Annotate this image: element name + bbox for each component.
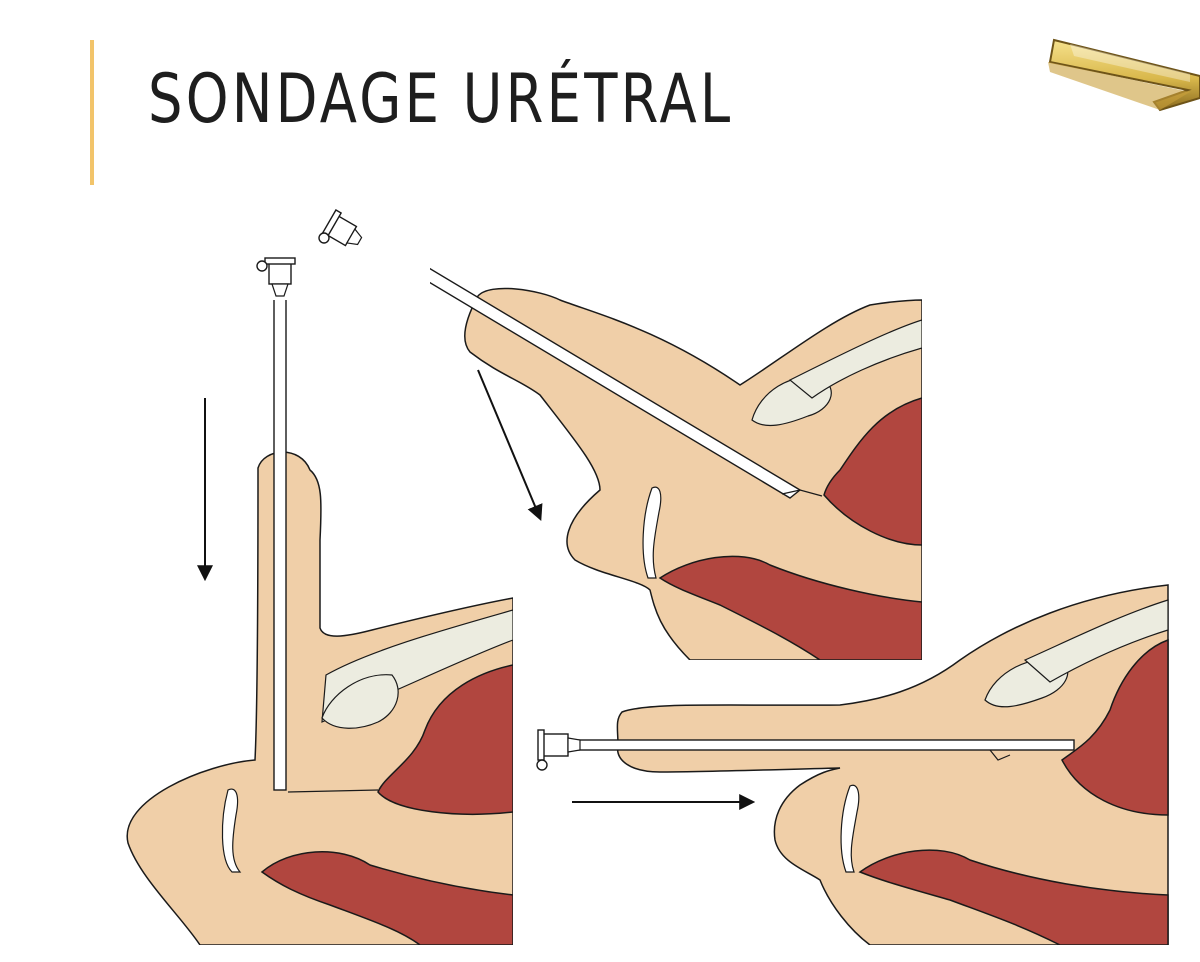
- rectum-2: [658, 555, 922, 660]
- slide-title: SONDAGE URÉTRAL: [148, 60, 734, 139]
- title-accent-bar: [90, 40, 94, 185]
- panel-vertical-insertion: [126, 300, 513, 945]
- arrow-down-right: [477, 369, 543, 521]
- rectum: [260, 851, 513, 945]
- urethra-line: [287, 789, 379, 793]
- catheter-hub-vertical: [256, 257, 296, 297]
- panel-horizontal-insertion: [577, 584, 1169, 945]
- rectum-3: [858, 849, 1169, 945]
- catheter-hub-horizontal: [536, 729, 581, 771]
- catheter-hub-oblique: [319, 209, 363, 247]
- pubic-bone: [321, 674, 399, 729]
- pubic-bone-band-2: [788, 319, 922, 399]
- panel-oblique-insertion: [430, 267, 922, 660]
- bladder: [377, 664, 513, 815]
- catheter-vertical: [273, 300, 287, 791]
- vaginal-canal-2: [642, 486, 662, 579]
- vaginal-canal-3: [840, 784, 860, 873]
- bladder-2: [823, 397, 922, 546]
- pubic-bone-band-3: [1023, 599, 1169, 683]
- gold-chevron-logo-icon: [1048, 38, 1200, 112]
- vaginal-canal: [221, 788, 242, 873]
- bladder-3: [1061, 638, 1169, 816]
- catheter-oblique: [430, 267, 823, 499]
- catheter-cap-oblique: [318, 232, 330, 244]
